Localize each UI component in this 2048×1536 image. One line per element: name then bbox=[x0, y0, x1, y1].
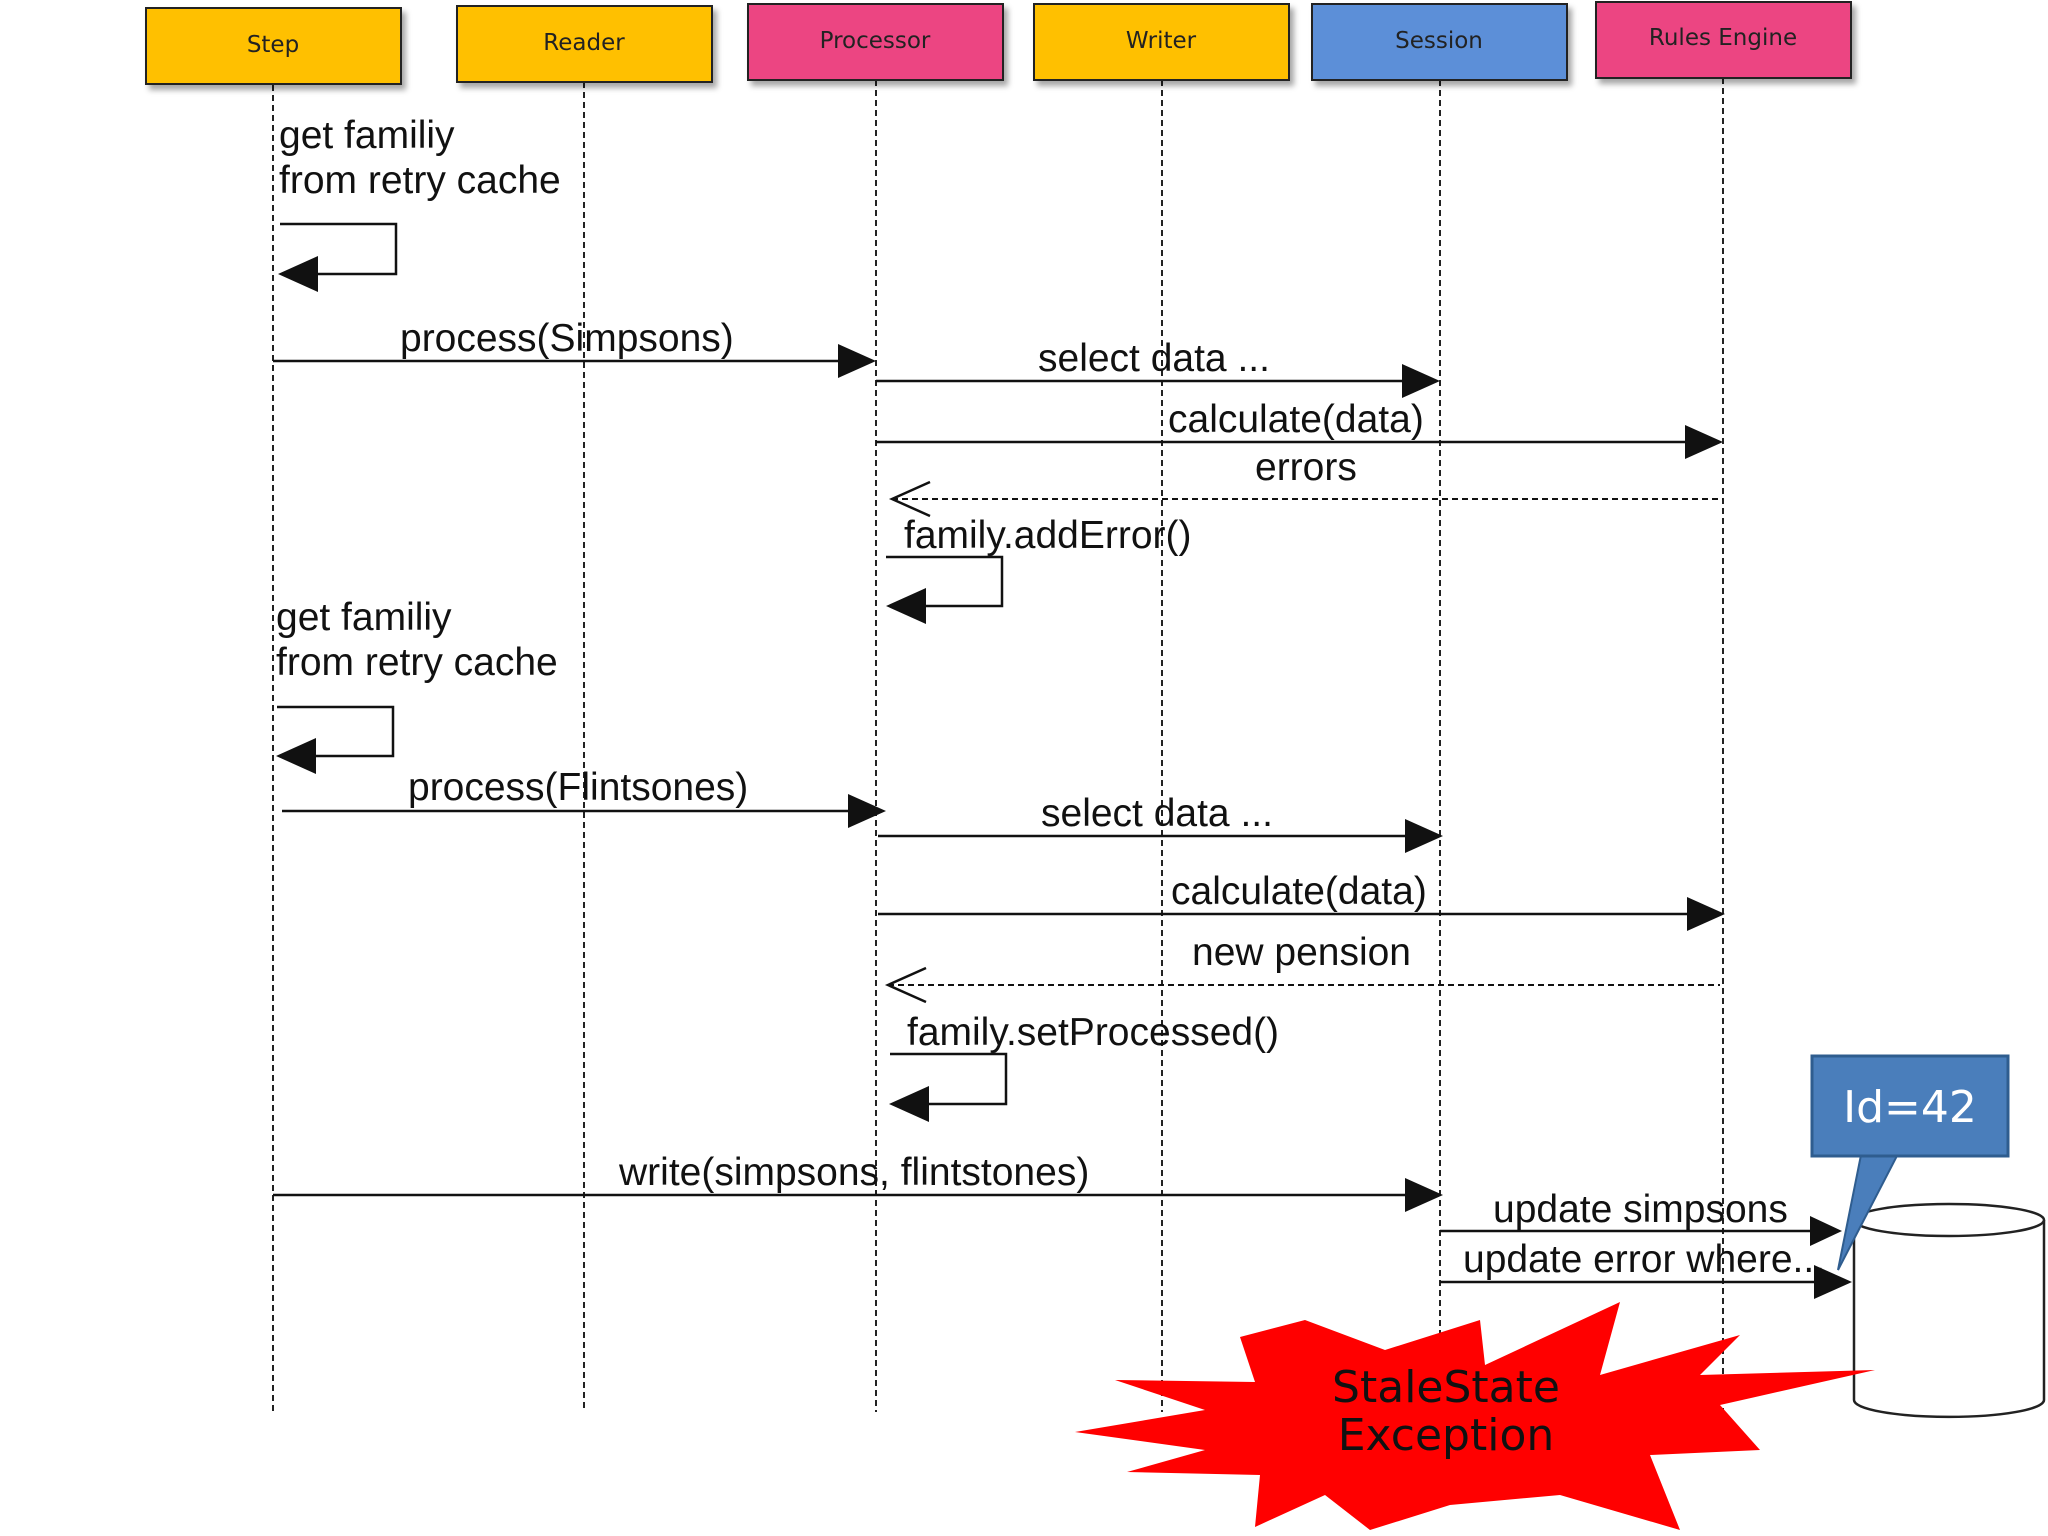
exception-label-line: StaleState bbox=[1332, 1362, 1560, 1413]
message-calculate-2: calculate(data) bbox=[878, 870, 1725, 931]
self-call-line bbox=[277, 705, 395, 758]
callout-pointer-cover bbox=[1864, 1146, 1898, 1154]
message-label: family.setProcessed() bbox=[907, 1011, 1279, 1054]
message-write: write(simpsons, flintstones) bbox=[273, 1151, 1443, 1212]
message-label: process(Flintsones) bbox=[408, 766, 748, 809]
message-label-line: get familiy bbox=[279, 114, 455, 157]
arrowhead bbox=[838, 344, 876, 378]
participant-box bbox=[145, 7, 402, 85]
participant-box bbox=[1311, 3, 1568, 81]
participant-label: Step bbox=[247, 32, 299, 58]
message-add-error: family.addError() bbox=[886, 514, 1192, 624]
message-label: update error where... bbox=[1463, 1238, 1825, 1281]
message-update-error: update error where... bbox=[1440, 1238, 1852, 1299]
arrowhead bbox=[1402, 364, 1440, 398]
participant-reader: Reader bbox=[456, 5, 713, 83]
message-label: write(simpsons, flintstones) bbox=[618, 1151, 1089, 1194]
message-label-line: from retry cache bbox=[279, 159, 561, 202]
callout-id: Id=42 bbox=[1810, 1054, 2010, 1271]
message-select-data-1: select data ... bbox=[876, 337, 1440, 398]
arrowhead bbox=[276, 738, 316, 774]
participant-label: Reader bbox=[543, 30, 625, 56]
self-call-line bbox=[890, 1052, 1008, 1106]
message-errors-return: errors bbox=[888, 446, 1723, 518]
open-arrowhead bbox=[888, 480, 931, 518]
message-label: calculate(data) bbox=[1171, 870, 1427, 913]
participant-processor: Processor bbox=[747, 3, 1004, 81]
burst-shape bbox=[1075, 1302, 1875, 1530]
participant-box bbox=[456, 5, 713, 83]
arrowhead bbox=[1687, 897, 1725, 931]
self-call-line bbox=[280, 222, 398, 276]
message-new-pension-return: new pension bbox=[884, 931, 1720, 1004]
participant-session: Session bbox=[1311, 3, 1568, 81]
message-label: family.addError() bbox=[904, 514, 1192, 557]
database-top bbox=[1852, 1202, 2046, 1238]
message-set-processed: family.setProcessed() bbox=[889, 1011, 1279, 1122]
database-body bbox=[1852, 1220, 2046, 1419]
participant-label: Session bbox=[1395, 28, 1483, 54]
arrowhead bbox=[1810, 1216, 1842, 1246]
message-update-simpsons: update simpsons bbox=[1440, 1188, 1842, 1246]
participant-label: Writer bbox=[1126, 28, 1197, 54]
arrowhead bbox=[886, 588, 926, 624]
message-label: process(Simpsons) bbox=[400, 317, 734, 360]
arrowhead bbox=[1405, 819, 1443, 853]
message-label: update simpsons bbox=[1493, 1188, 1788, 1231]
participant-writer: Writer bbox=[1033, 3, 1290, 81]
arrowhead bbox=[278, 256, 318, 292]
exception-label-line: Exception bbox=[1338, 1410, 1555, 1461]
participant-box bbox=[1595, 1, 1852, 79]
participant-label: Processor bbox=[820, 28, 931, 54]
message-label-line: get familiy bbox=[276, 596, 452, 639]
message-process-flintstones: process(Flintsones) bbox=[282, 766, 886, 828]
message-calculate-1: calculate(data) bbox=[876, 398, 1723, 459]
open-arrowhead bbox=[884, 966, 927, 1004]
callout-label: Id=42 bbox=[1843, 1082, 1977, 1133]
arrowhead bbox=[1814, 1265, 1852, 1299]
callout-box bbox=[1810, 1054, 2010, 1158]
database-icon bbox=[1852, 1202, 2046, 1419]
arrowhead bbox=[1685, 425, 1723, 459]
arrowhead bbox=[889, 1086, 929, 1122]
message-process-simpsons: process(Simpsons) bbox=[273, 317, 876, 378]
participant-step: Step bbox=[145, 7, 402, 85]
message-label: new pension bbox=[1192, 931, 1411, 974]
self-call-line bbox=[886, 555, 1004, 608]
message-select-data-2: select data ... bbox=[878, 792, 1443, 853]
message-label: calculate(data) bbox=[1168, 398, 1424, 441]
message-label-line: from retry cache bbox=[276, 641, 558, 684]
participant-box bbox=[1033, 3, 1290, 81]
message-label: errors bbox=[1255, 446, 1357, 489]
participant-label: Rules Engine bbox=[1649, 25, 1797, 51]
participant-box bbox=[747, 3, 1004, 81]
arrowhead bbox=[1405, 1178, 1443, 1212]
message-label: select data ... bbox=[1038, 337, 1270, 380]
participant-rules-engine: Rules Engine bbox=[1595, 1, 1852, 79]
message-label: select data ... bbox=[1041, 792, 1273, 835]
arrowhead bbox=[848, 794, 886, 828]
